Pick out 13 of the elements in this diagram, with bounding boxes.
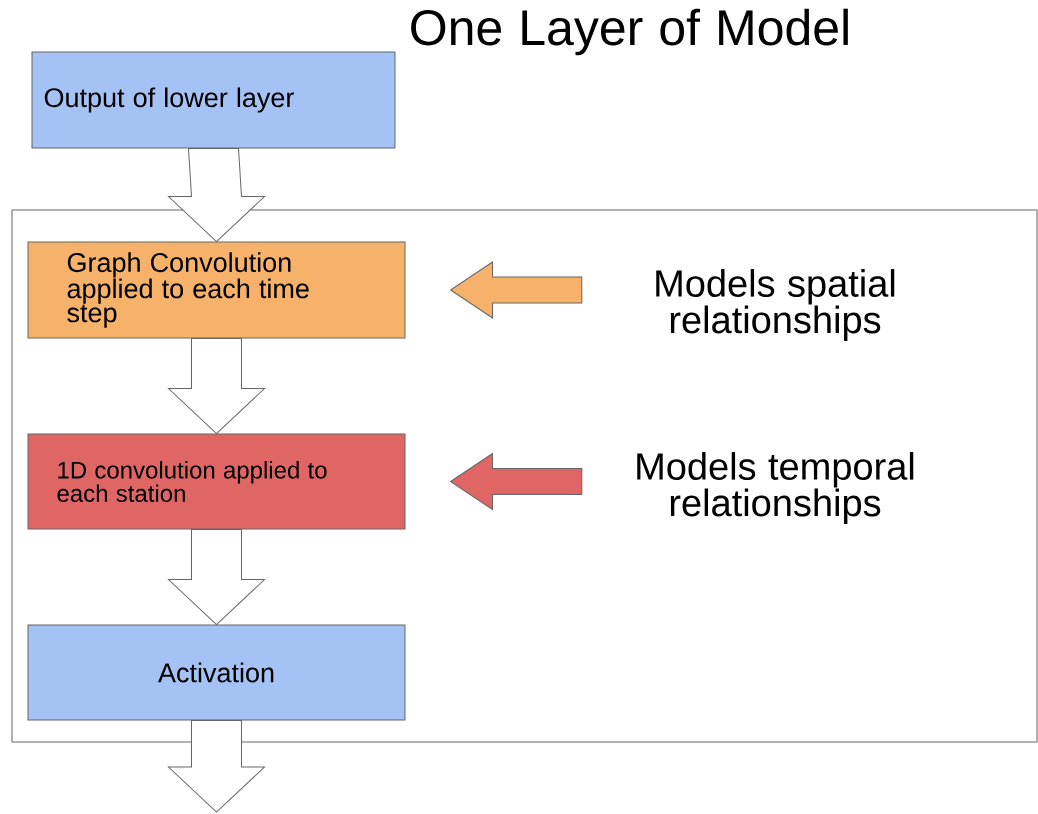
block-arrow	[168, 720, 265, 813]
block-arrow	[450, 261, 583, 319]
process-box: 1D convolution applied to each station	[27, 433, 406, 530]
block-arrow	[168, 148, 265, 242]
title: One Layer of Model	[411, 8, 848, 56]
process-box: Output of lower layer	[31, 51, 396, 149]
block-arrow	[168, 338, 265, 434]
block-arrow	[450, 453, 583, 510]
process-box: Graph Convolution applied to each time step	[27, 241, 406, 339]
annotation-text: Models spatial relationships	[656, 269, 895, 341]
block-arrow	[168, 529, 265, 625]
annotation-text: Models temporal relationships	[637, 452, 914, 524]
process-box: Activation	[27, 624, 406, 721]
